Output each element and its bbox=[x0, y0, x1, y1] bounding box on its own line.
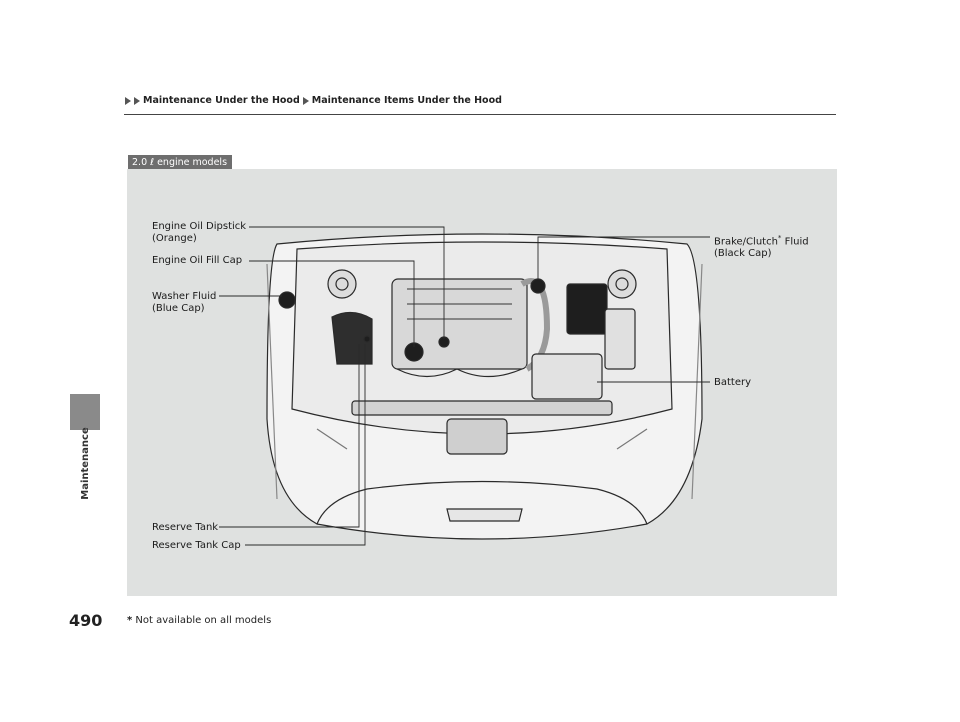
label-washer-fluid: Washer Fluid (Blue Cap) bbox=[152, 291, 216, 315]
label-battery: Battery bbox=[714, 377, 752, 388]
engine-bay-illustration bbox=[219, 226, 710, 546]
label-brake-clutch-fluid-line2: (Black Cap) bbox=[714, 248, 772, 260]
label-brake-clutch-asterisk: * bbox=[777, 234, 782, 242]
label-brake-clutch-fluid-text: Fluid bbox=[781, 236, 809, 248]
engine-bay-figure: Engine Oil Dipstick (Orange) Engine Oil … bbox=[127, 169, 837, 596]
section-tab: Maintenance bbox=[74, 418, 96, 508]
breadcrumb: Maintenance Under the Hood Maintenance I… bbox=[125, 95, 502, 106]
label-brake-clutch-text: Brake/Clutch bbox=[714, 236, 778, 248]
footnote-asterisk: * bbox=[127, 615, 133, 626]
footnote: * Not available on all models bbox=[127, 615, 271, 626]
section-tab-label: Maintenance bbox=[79, 426, 91, 500]
label-washer-fluid-line1: Washer Fluid bbox=[152, 291, 217, 302]
label-washer-fluid-line2: (Blue Cap) bbox=[152, 303, 205, 314]
breadcrumb-item[interactable]: Maintenance Under the Hood bbox=[143, 95, 300, 106]
breadcrumb-arrow-icon bbox=[125, 96, 131, 105]
section-tab-marker bbox=[70, 394, 100, 430]
label-engine-oil-dipstick: Engine Oil Dipstick (Orange) bbox=[152, 221, 246, 245]
page-number: 490 bbox=[69, 611, 103, 630]
breadcrumb-arrow-icon bbox=[134, 96, 140, 105]
header-rule bbox=[124, 114, 836, 115]
label-brake-clutch-fluid: Brake/Clutch* Fluid (Black Cap) bbox=[714, 232, 809, 260]
footnote-text: Not available on all models bbox=[132, 615, 272, 626]
model-tag: 2.0 ℓ engine models bbox=[128, 155, 232, 170]
label-engine-oil-fill-cap: Engine Oil Fill Cap bbox=[152, 255, 243, 266]
label-reserve-tank: Reserve Tank bbox=[152, 522, 219, 533]
breadcrumb-arrow-icon bbox=[302, 96, 309, 105]
label-brake-clutch-fluid-line1: Brake/Clutch* Fluid bbox=[714, 232, 809, 248]
label-engine-oil-dipstick-line2: (Orange) bbox=[152, 233, 197, 244]
label-engine-oil-dipstick-line1: Engine Oil Dipstick bbox=[152, 221, 247, 232]
breadcrumb-item[interactable]: Maintenance Items Under the Hood bbox=[311, 95, 502, 106]
label-reserve-tank-cap: Reserve Tank Cap bbox=[152, 540, 241, 551]
